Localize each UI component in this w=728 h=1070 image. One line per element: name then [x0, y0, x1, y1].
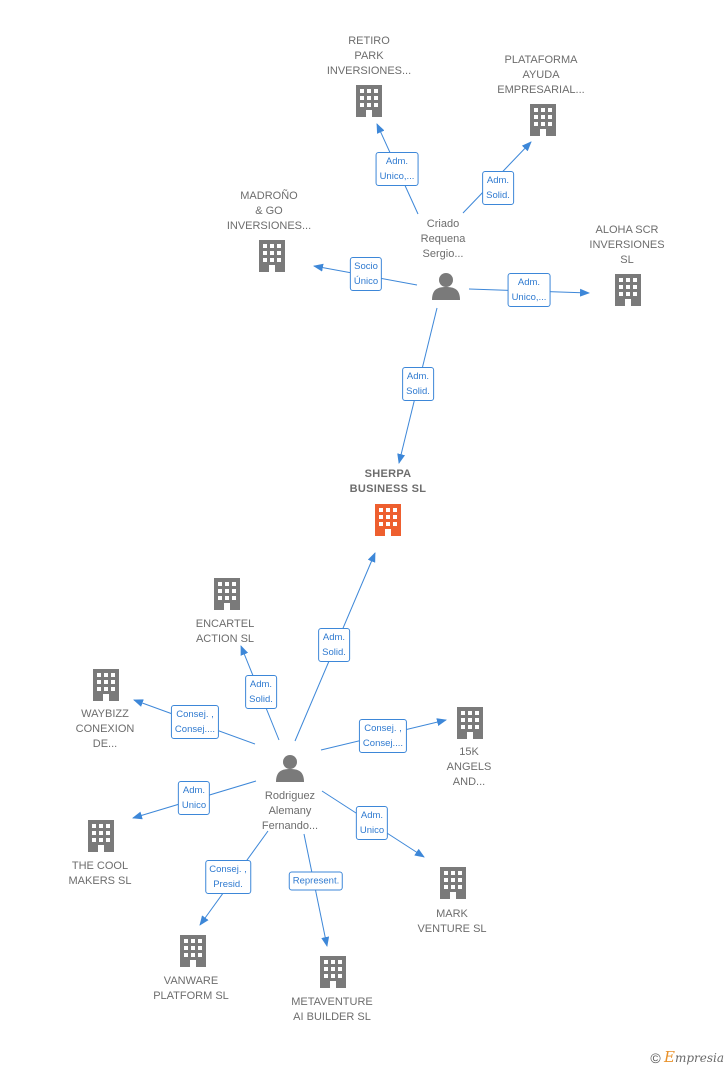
node-label-rodriguez[interactable]: Rodriguez Alemany Fernando... — [261, 790, 319, 832]
node-label-metaventure[interactable]: METAVENTURE AI BUILDER SL — [291, 996, 373, 1023]
building-icon-waybizz[interactable] — [93, 669, 119, 701]
node-label-encartel[interactable]: ENCARTEL ACTION SL — [195, 618, 255, 645]
node-label-vanware[interactable]: VANWARE PLATFORM SL — [153, 975, 229, 1002]
edge-label-criado-retiro[interactable]: Adm. Unico,... — [375, 152, 419, 186]
edge-label-rodriguez-waybizz[interactable]: Consej. , Consej.... — [170, 705, 220, 739]
edge-label-rodriguez-encartel[interactable]: Adm. Solid. — [245, 675, 277, 709]
building-icon-vanware[interactable] — [180, 935, 206, 967]
building-icon-madrono[interactable] — [259, 240, 285, 272]
edge-label-rodriguez-sherpa[interactable]: Adm. Solid. — [318, 628, 350, 662]
edge-label-rodriguez-15k[interactable]: Consej. , Consej.... — [358, 719, 408, 753]
node-label-sherpa[interactable]: SHERPA BUSINESS SL — [349, 468, 427, 495]
node-label-mark[interactable]: MARK VENTURE SL — [417, 908, 487, 935]
person-icon-criado[interactable] — [432, 273, 460, 300]
building-icon-encartel[interactable] — [214, 578, 240, 610]
edge-label-criado-sherpa[interactable]: Adm. Solid. — [402, 367, 434, 401]
building-icon-coolmakers[interactable] — [88, 820, 114, 852]
node-label-coolmakers[interactable]: THE COOL MAKERS SL — [68, 860, 132, 887]
empresia-watermark: © Empresia — [650, 1048, 724, 1066]
nodes-layer — [88, 85, 641, 988]
node-label-plataforma[interactable]: PLATAFORMA AYUDA EMPRESARIAL... — [497, 54, 585, 96]
node-label-retiro[interactable]: RETIRO PARK INVERSIONES... — [326, 35, 412, 77]
copyright-symbol: © — [650, 1050, 661, 1066]
edge-label-rodriguez-metaventure[interactable]: Represent. — [288, 871, 344, 891]
edge-label-rodriguez-mark[interactable]: Adm. Unico — [355, 806, 389, 840]
node-label-aloha[interactable]: ALOHA SCR INVERSIONES SL — [589, 224, 665, 266]
brand-logo-text: mpresia — [674, 1051, 724, 1065]
brand-logo-e: E — [663, 1048, 675, 1066]
node-label-waybizz[interactable]: WAYBIZZ CONEXION DE... — [75, 708, 135, 750]
edge-label-rodriguez-vanware[interactable]: Consej. , Presid. — [205, 860, 251, 894]
node-label-madrono[interactable]: MADROÑO & GO INVERSIONES... — [226, 190, 312, 232]
node-label-criado[interactable]: Criado Requena Sergio... — [420, 218, 466, 260]
edge-label-criado-plataforma[interactable]: Adm. Solid. — [482, 171, 514, 205]
edge-label-criado-madrono[interactable]: Socio Único — [349, 257, 383, 291]
building-icon-aloha[interactable] — [615, 274, 641, 306]
edge-label-rodriguez-coolmakers[interactable]: Adm. Unico — [177, 781, 211, 815]
building-icon-mark[interactable] — [440, 867, 466, 899]
building-icon-15k[interactable] — [457, 707, 483, 739]
person-icon-rodriguez[interactable] — [276, 755, 304, 782]
building-icon-retiro[interactable] — [356, 85, 382, 117]
edge-label-criado-aloha[interactable]: Adm. Unico,... — [507, 273, 551, 307]
building-icon-plataforma[interactable] — [530, 104, 556, 136]
building-icon-sherpa[interactable] — [375, 504, 401, 536]
building-icon-metaventure[interactable] — [320, 956, 346, 988]
node-label-15k[interactable]: 15K ANGELS AND... — [446, 746, 492, 788]
